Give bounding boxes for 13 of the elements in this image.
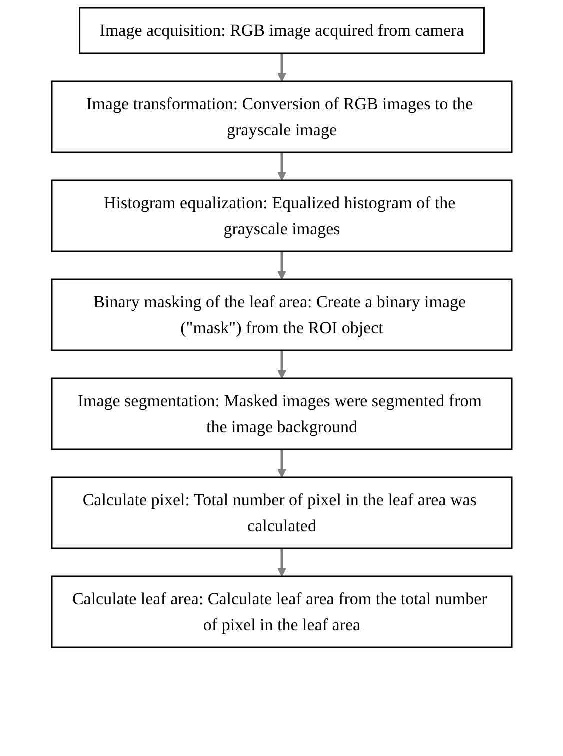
- arrow: [277, 350, 286, 379]
- arrow: [277, 152, 286, 181]
- arrow: [277, 54, 286, 82]
- arrow: [277, 252, 286, 280]
- arrow: [277, 548, 286, 577]
- node-box: Calculate pixel: Total number of pixel in the leaf area was calculated: [50, 476, 512, 550]
- node-box: Calculate leaf area: Calculate leaf area from the total number of pixel in the leaf area: [50, 576, 512, 648]
- node-box: Image segmentation: Masked images were segmented from the image background: [50, 378, 512, 450]
- arrow: [277, 450, 286, 478]
- node-box: Binary masking of the leaf area: Create a binary image ("mask") from the ROI object: [50, 278, 512, 352]
- node-box: Histogram equalization: Equalized histogram of the grayscale images: [50, 180, 512, 252]
- node-box: Image acquisition: RGB image acquired from camera: [78, 7, 484, 54]
- node-box: Image transformation: Conversion of RGB images to the grayscale image: [50, 80, 512, 154]
